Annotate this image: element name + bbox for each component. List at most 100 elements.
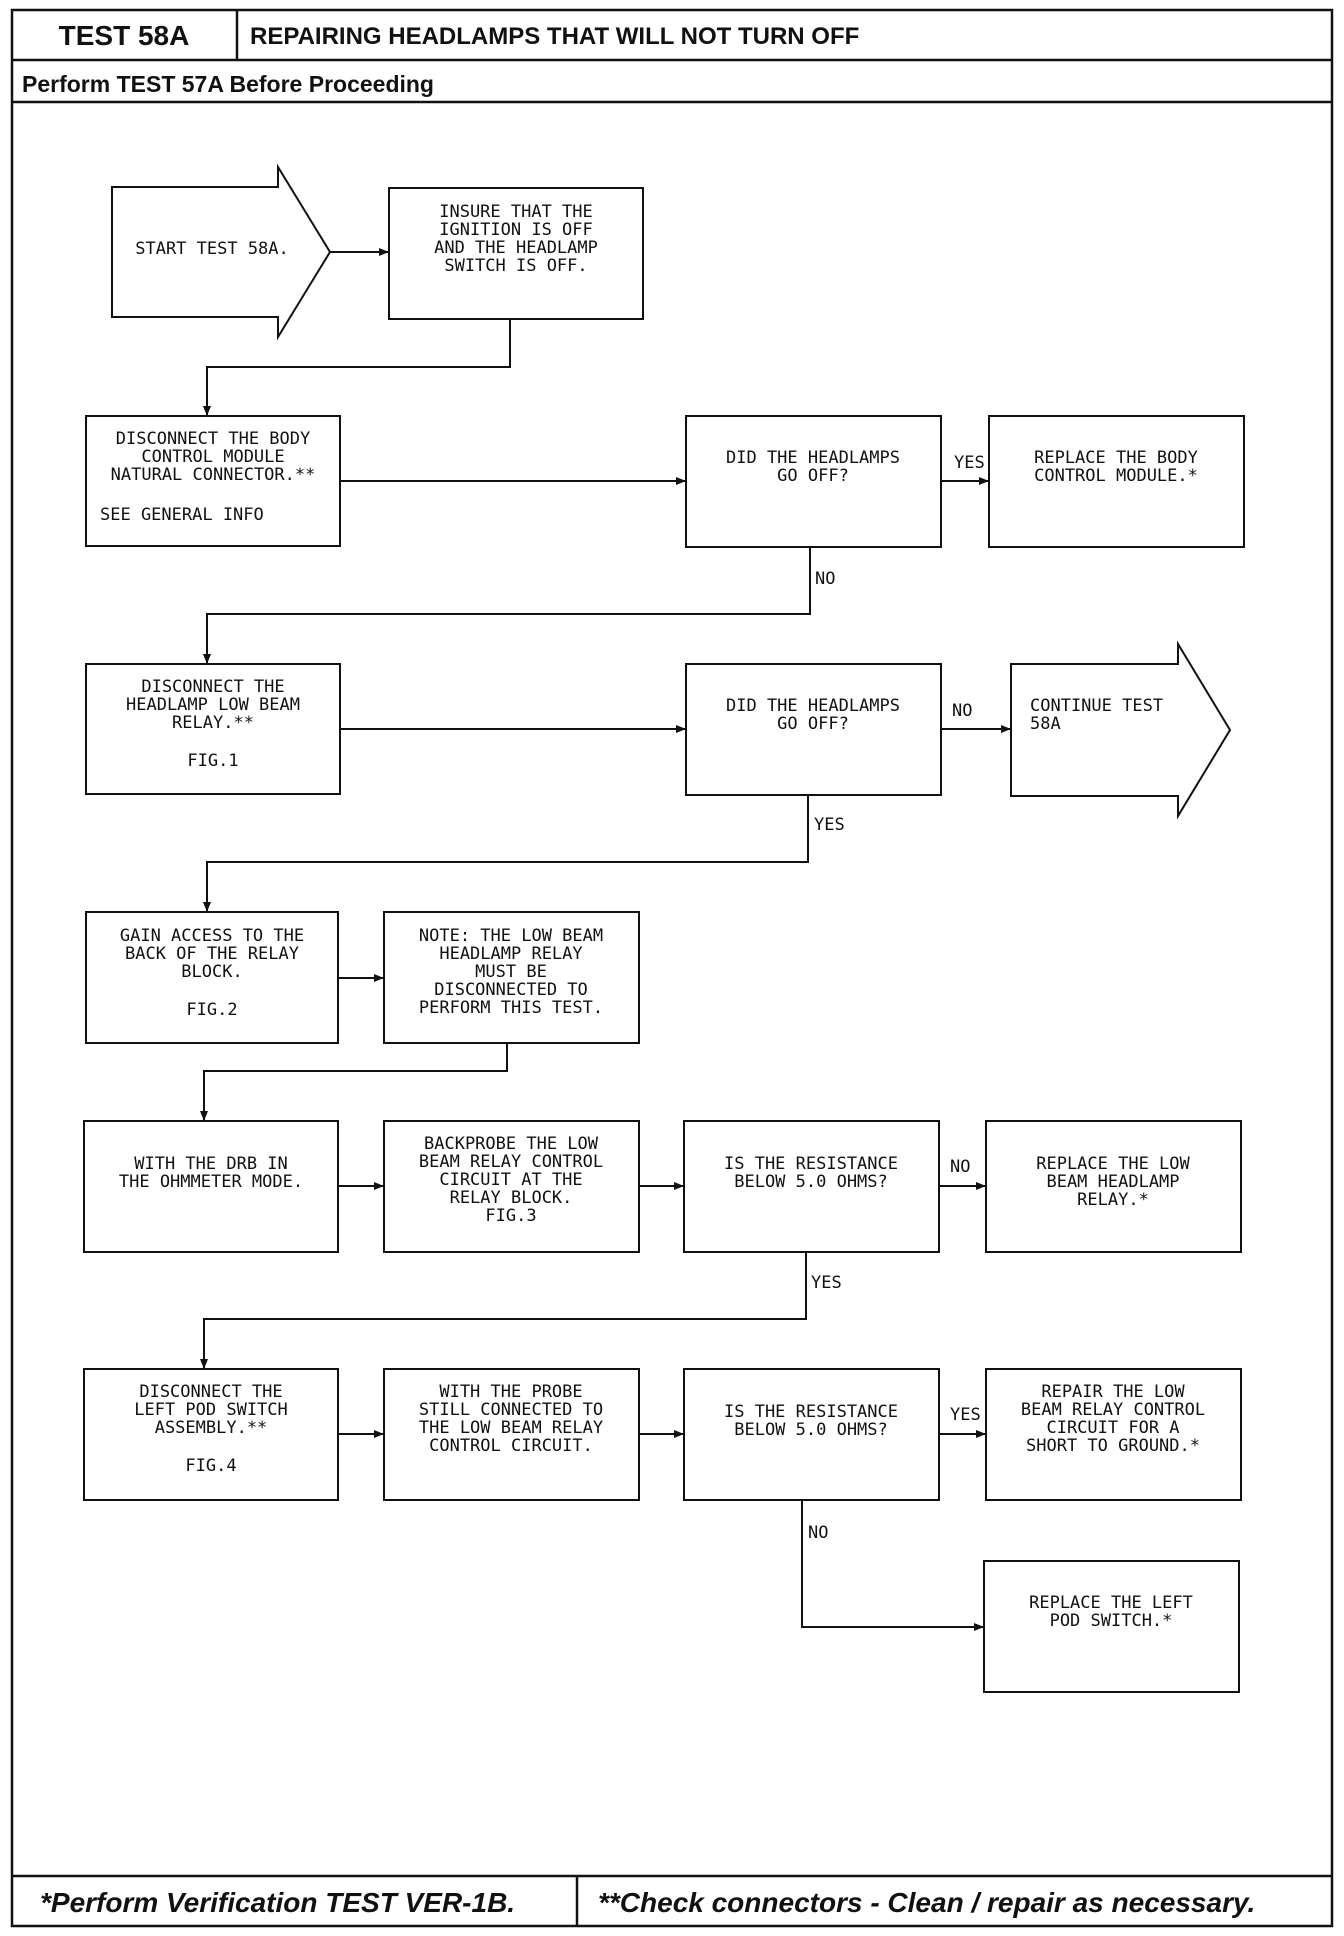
text-line: DISCONNECT THE	[141, 677, 284, 697]
continue-arrow	[1010, 640, 1232, 820]
text-line: REPLACE THE LEFT	[1029, 1593, 1193, 1613]
text-line: AND THE HEADLAMP	[434, 238, 598, 258]
repair-short-box	[985, 1368, 1242, 1501]
text-line: FIG.3	[485, 1206, 536, 1226]
replace-bcm-box	[988, 415, 1245, 548]
text-line: IS THE RESISTANCE	[724, 1402, 898, 1422]
replace-pod-box	[983, 1560, 1240, 1693]
text-line: GO OFF?	[777, 466, 849, 486]
label-q4-yes: YES	[950, 1405, 981, 1425]
prerequisite-note: Perform TEST 57A Before Proceeding	[22, 71, 434, 97]
text-line: DISCONNECTED TO	[434, 980, 588, 1000]
text-line: HEADLAMP LOW BEAM	[126, 695, 300, 715]
label-q1-no: NO	[815, 569, 835, 589]
text-line: MUST BE	[475, 962, 547, 982]
label-q3-yes: YES	[811, 1273, 842, 1293]
label-q2-yes: YES	[814, 815, 845, 835]
text-line: CIRCUIT AT THE	[439, 1170, 582, 1190]
text-line: IS THE RESISTANCE	[724, 1154, 898, 1174]
text-line: POD SWITCH.*	[1050, 1611, 1173, 1631]
text-line: BELOW 5.0 OHMS?	[734, 1420, 888, 1440]
page-frame	[10, 8, 1334, 1928]
text-line: PERFORM THIS TEST.	[419, 998, 603, 1018]
text-line: BLOCK.	[181, 962, 242, 982]
disconnect-pod-box	[83, 1368, 339, 1501]
label-q4-no: NO	[808, 1523, 828, 1543]
text-line: HEADLAMP RELAY	[439, 944, 582, 964]
text-line: NATURAL CONNECTOR.**	[111, 465, 316, 485]
text-line: LEFT POD SWITCH	[134, 1400, 288, 1420]
text-line: DID THE HEADLAMPS	[726, 448, 900, 468]
text-line: RELAY.*	[1077, 1190, 1149, 1210]
text-line: BACKPROBE THE LOW	[424, 1134, 599, 1154]
text-line: REPAIR THE LOW	[1041, 1382, 1185, 1402]
drb-mode-box	[83, 1120, 339, 1253]
text-line: CONTROL MODULE	[141, 447, 284, 467]
ensure-off-box	[388, 187, 644, 320]
test-id: TEST 58A	[59, 20, 190, 51]
label-q1-yes: YES	[954, 453, 985, 473]
text-line: ASSEMBLY.**	[155, 1418, 268, 1438]
disconnect-pod-ref: FIG.4	[185, 1456, 236, 1476]
label-q2-no: NO	[952, 701, 972, 721]
text-line: CONTROL MODULE.*	[1034, 466, 1198, 486]
footer-verification-note: *Perform Verification TEST VER-1B.	[40, 1887, 515, 1918]
text-line: RELAY.**	[172, 713, 254, 733]
text-line: RELAY BLOCK.	[450, 1188, 573, 1208]
label-q3-no: NO	[950, 1157, 970, 1177]
text-line: SHORT TO GROUND.*	[1026, 1436, 1200, 1456]
text-line: GAIN ACCESS TO THE	[120, 926, 304, 946]
text-line: DISCONNECT THE BODY	[116, 429, 310, 449]
text-line: START TEST 58A.	[135, 239, 289, 259]
note-box	[383, 911, 640, 1044]
text-line: REPLACE THE BODY	[1034, 448, 1198, 468]
text-line: BEAM RELAY CONTROL	[1021, 1400, 1205, 1420]
text-line: NOTE: THE LOW BEAM	[419, 926, 603, 946]
text-line: REPLACE THE LOW	[1036, 1154, 1190, 1174]
flow-connectors	[200, 248, 1011, 1631]
text-line: STILL CONNECTED TO	[419, 1400, 603, 1420]
disconnect-relay-box	[85, 663, 341, 795]
text-line: WITH THE PROBE	[439, 1382, 582, 1402]
text-line: THE OHMMETER MODE.	[119, 1172, 303, 1192]
page-title: REPAIRING HEADLAMPS THAT WILL NOT TURN O…	[250, 23, 859, 50]
footer-connector-note: **Check connectors - Clean / repair as n…	[598, 1887, 1255, 1918]
text-line: BEAM HEADLAMP	[1046, 1172, 1179, 1192]
text-line: INSURE THAT THE	[439, 202, 593, 222]
start-arrow	[111, 163, 332, 341]
decision-4-box	[683, 1368, 940, 1501]
text-line: BEAM RELAY CONTROL	[419, 1152, 603, 1172]
branch-labels: YES NO NO YES NO YES YES NO	[808, 453, 985, 1543]
disconnect-relay-ref: FIG.1	[187, 751, 238, 771]
continue-text: CONTINUE TEST 58A	[1030, 696, 1173, 734]
text-line: THE LOW BEAM RELAY	[419, 1418, 603, 1438]
text-line: SWITCH IS OFF.	[444, 256, 587, 276]
text-line: WITH THE DRB IN	[134, 1154, 288, 1174]
text-line: BACK OF THE RELAY	[125, 944, 299, 964]
text-line: BELOW 5.0 OHMS?	[734, 1172, 888, 1192]
gain-access-box	[85, 911, 339, 1044]
flow-shapes	[83, 163, 1245, 1693]
decision-1-box	[685, 415, 942, 548]
disconnect-bcm-box	[85, 415, 341, 547]
text-line: DISCONNECT THE	[139, 1382, 282, 1402]
decision-3-box	[683, 1120, 940, 1253]
disconnect-bcm-ref: SEE GENERAL INFO	[100, 505, 264, 525]
decision-2-box	[685, 663, 942, 796]
